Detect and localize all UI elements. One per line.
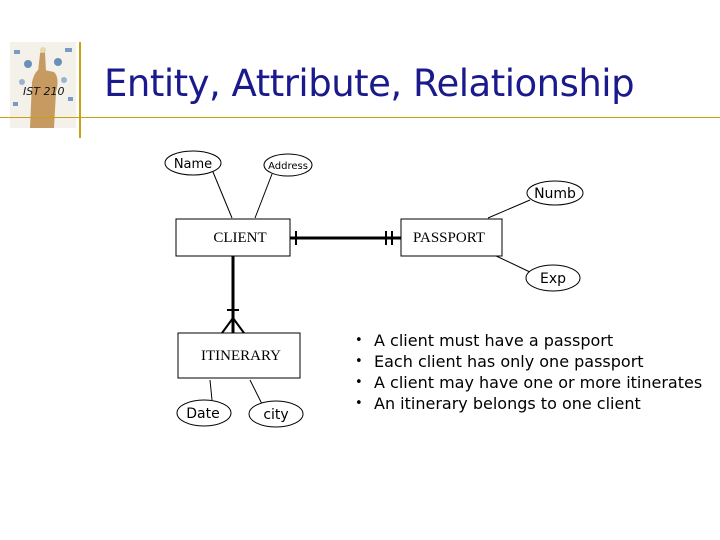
entity-itinerary-box	[177, 332, 301, 379]
connector-name-client	[212, 171, 233, 219]
connector-exp-passport	[491, 253, 533, 274]
entity-passport-label: PASSPORT	[413, 230, 485, 246]
attr-numb-ellipse	[526, 180, 584, 206]
entity-itinerary-label: ITINERARY	[201, 348, 281, 364]
relationship-client-itinerary	[221, 256, 245, 334]
attr-address-ellipse	[263, 153, 313, 177]
logo-text: IST 210	[23, 85, 65, 98]
connector-date-itinerary	[209, 379, 213, 401]
attr-exp-label: Exp	[540, 271, 566, 287]
attr-numb-label: Numb	[534, 186, 576, 202]
relationship-client-passport	[290, 231, 401, 245]
attr-name-label: Name	[174, 157, 212, 172]
list-item: A client may have one or more itinerates	[355, 372, 702, 393]
business-rules-list: A client must have a passport Each clien…	[355, 330, 702, 414]
entity-passport-box	[400, 218, 503, 257]
connector-address-client	[254, 173, 273, 219]
logo-graphic	[10, 42, 76, 128]
connector-numb-passport	[487, 199, 531, 219]
attr-date-ellipse	[176, 399, 232, 427]
attr-address-label: Address	[268, 161, 308, 172]
entity-client-label: CLIENT	[213, 230, 266, 246]
accent-vertical-bar	[79, 42, 81, 138]
attr-city-label: city	[263, 407, 288, 423]
course-logo	[10, 42, 76, 128]
attr-name-ellipse	[164, 150, 222, 176]
connector-city-itinerary	[249, 379, 263, 405]
list-item: An itinerary belongs to one client	[355, 393, 702, 414]
list-item: A client must have a passport	[355, 330, 702, 351]
list-item: Each client has only one passport	[355, 351, 702, 372]
attr-city-ellipse	[248, 400, 304, 428]
slide-title: Entity, Attribute, Relationship	[104, 62, 635, 105]
accent-horizontal-rule	[0, 117, 720, 118]
attr-exp-ellipse	[525, 264, 581, 292]
attr-date-label: Date	[186, 406, 219, 422]
entity-client-box	[175, 218, 291, 257]
